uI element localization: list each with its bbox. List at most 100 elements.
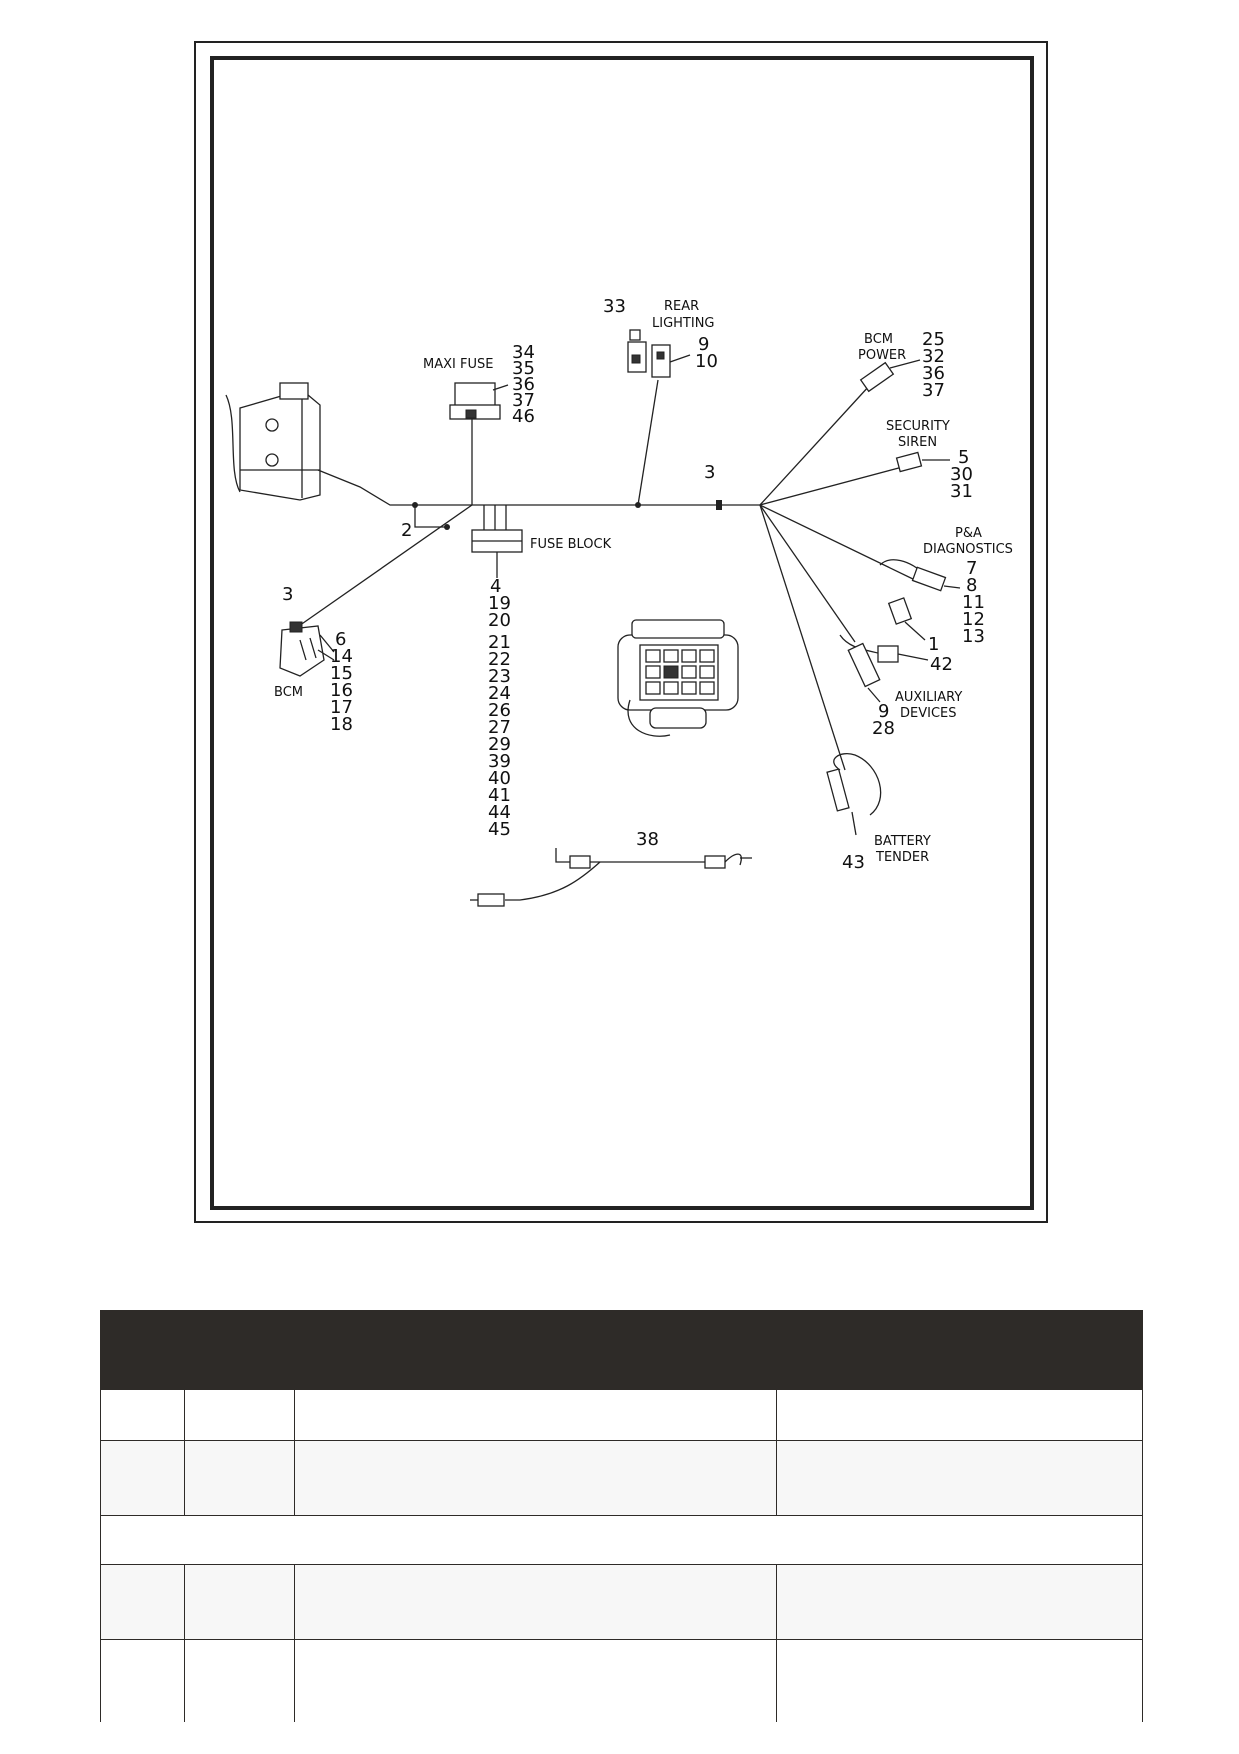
callout-number: 13: [962, 626, 985, 647]
fuse-block-label: FUSE BLOCK: [530, 537, 612, 552]
header-cell: [776, 1310, 1143, 1390]
rear-lighting-parts: [627, 329, 671, 378]
callout-number: 38: [636, 829, 659, 850]
callout-number: 8: [966, 575, 977, 596]
header-cell: [294, 1310, 777, 1390]
callout-number: 21: [488, 632, 511, 653]
table-cell: [184, 1389, 295, 1441]
maxi-fuse-part: [449, 382, 501, 420]
auxiliary-devices-label-1: AUXILIARY: [895, 690, 962, 705]
callout-number: 2: [401, 520, 412, 541]
table-cell: [100, 1440, 185, 1516]
callout-number: 45: [488, 819, 511, 840]
rear-lighting-label-1: REAR: [664, 299, 699, 314]
callout-number: 20: [488, 610, 511, 631]
callout-number: 31: [950, 481, 973, 502]
callout-number: 7: [966, 558, 977, 579]
callout-number: 35: [512, 358, 535, 379]
pa-diagnostics-label-2: DIAGNOSTICS: [923, 542, 1013, 557]
callout-number: 3: [704, 462, 715, 483]
table-cell: [100, 1389, 185, 1441]
battery-tender-label-1: BATTERY: [874, 834, 931, 849]
callout-number: 27: [488, 717, 511, 738]
callout-number: 1: [928, 634, 939, 655]
callout-number: 9: [698, 334, 709, 355]
inner-frame: [210, 56, 1034, 1210]
callout-number: 40: [488, 768, 511, 789]
table-cell: [294, 1440, 777, 1516]
rear-lighting-label-2: LIGHTING: [652, 316, 715, 331]
table-cell: [776, 1389, 1143, 1441]
callout-number: 9: [878, 701, 889, 722]
fuse-block-part: [471, 529, 523, 578]
security-siren-label-2: SIREN: [898, 435, 937, 450]
callout-number: 19: [488, 593, 511, 614]
security-siren-connector: [895, 451, 950, 473]
callout-number: 33: [603, 296, 626, 317]
callout-number: 14: [330, 646, 353, 667]
callout-number: 15: [330, 663, 353, 684]
parts-table: [100, 1310, 1143, 1722]
callout-number: 12: [962, 609, 985, 630]
callout-number: 42: [930, 654, 953, 675]
callout-number: 44: [488, 802, 511, 823]
callout-number: 16: [330, 680, 353, 701]
bcm-power-label-1: BCM: [864, 332, 893, 347]
callout-number: 28: [872, 718, 895, 739]
callout-number: 41: [488, 785, 511, 806]
table-cell: [294, 1639, 777, 1722]
callout-number: 24: [488, 683, 511, 704]
wire-trunk: [295, 379, 916, 771]
callout-number: 22: [488, 649, 511, 670]
maxi-fuse-label: MAXI FUSE: [423, 357, 493, 372]
table-row: [100, 1440, 1143, 1516]
callout-number: 29: [488, 734, 511, 755]
bcm-power-connector: [859, 359, 921, 393]
bcm-part: [279, 621, 335, 677]
table-cell: [294, 1389, 777, 1441]
battery-tender-lead: [826, 753, 882, 836]
callout-number: 34: [512, 342, 535, 363]
security-siren-label-1: SECURITY: [886, 419, 950, 434]
callout-number: 43: [842, 852, 865, 873]
table-cell: [184, 1564, 295, 1640]
harness-diagram: MAXI FUSE REAR LIGHTING BCM POWER SECURI…: [194, 41, 1048, 1223]
callout-number: 5: [958, 447, 969, 468]
table-cell: [776, 1440, 1143, 1516]
callout-number: 46: [512, 406, 535, 427]
callout-number: 32: [922, 346, 945, 367]
bcm-label: BCM: [274, 685, 303, 700]
callout-number: 26: [488, 700, 511, 721]
header-cell: [184, 1310, 295, 1390]
callout-number: 10: [695, 351, 718, 372]
auxiliary-devices-label-2: DEVICES: [900, 706, 957, 721]
frame-bracket: [225, 382, 321, 501]
table-cell: [776, 1564, 1143, 1640]
table-section-cell: [100, 1515, 1143, 1565]
table-cell: [184, 1639, 295, 1722]
auxiliary-devices-connectors: [839, 634, 929, 703]
connector-face-detail: [617, 619, 739, 737]
callout-number: 36: [922, 363, 945, 384]
callout-number: 6: [335, 629, 346, 650]
pa-diagnostics-connectors: [879, 559, 961, 641]
callout-number: 37: [922, 380, 945, 401]
cable-38: [470, 848, 752, 907]
battery-tender-label-2: TENDER: [875, 850, 929, 865]
callout-number: 11: [962, 592, 985, 613]
table-row: [100, 1389, 1143, 1441]
table-cell: [776, 1639, 1143, 1722]
callout-number: 4: [490, 576, 501, 597]
table-cell: [100, 1564, 185, 1640]
callout-number: 3: [282, 584, 293, 605]
pa-diagnostics-label-1: P&A: [955, 526, 982, 541]
table-header-row: [100, 1310, 1143, 1390]
table-row: [100, 1639, 1143, 1722]
leader-lines: [319, 354, 691, 653]
callout-number: 39: [488, 751, 511, 772]
table-cell: [184, 1440, 295, 1516]
callout-number: 37: [512, 390, 535, 411]
bcm-power-label-2: POWER: [858, 348, 906, 363]
table-cell: [100, 1639, 185, 1722]
callout-number: 23: [488, 666, 511, 687]
